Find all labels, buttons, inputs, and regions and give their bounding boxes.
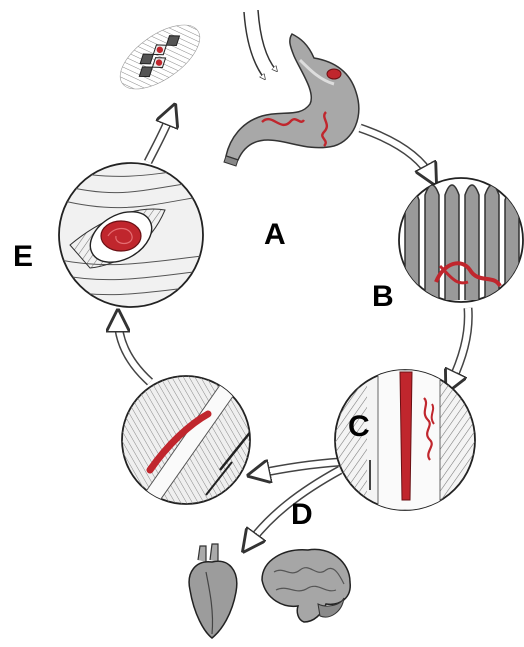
label-c: C	[348, 412, 370, 442]
heart-icon	[189, 544, 237, 638]
cyst-in-meat-icon	[110, 13, 211, 102]
ingestion-arrow-1	[244, 12, 264, 78]
label-d: D	[291, 500, 313, 530]
brain-icon	[262, 549, 350, 622]
stomach-icon	[224, 34, 359, 166]
arrow-stomach-to-villi	[360, 128, 432, 178]
ingestion-arrow-2	[258, 10, 276, 70]
intestinal-villi-icon	[399, 178, 523, 302]
encysted-larva-icon	[59, 163, 210, 307]
muscle-fiber-larva-icon	[110, 370, 270, 510]
label-a: A	[264, 220, 286, 250]
label-e: E	[13, 242, 33, 272]
label-b: B	[372, 282, 394, 312]
